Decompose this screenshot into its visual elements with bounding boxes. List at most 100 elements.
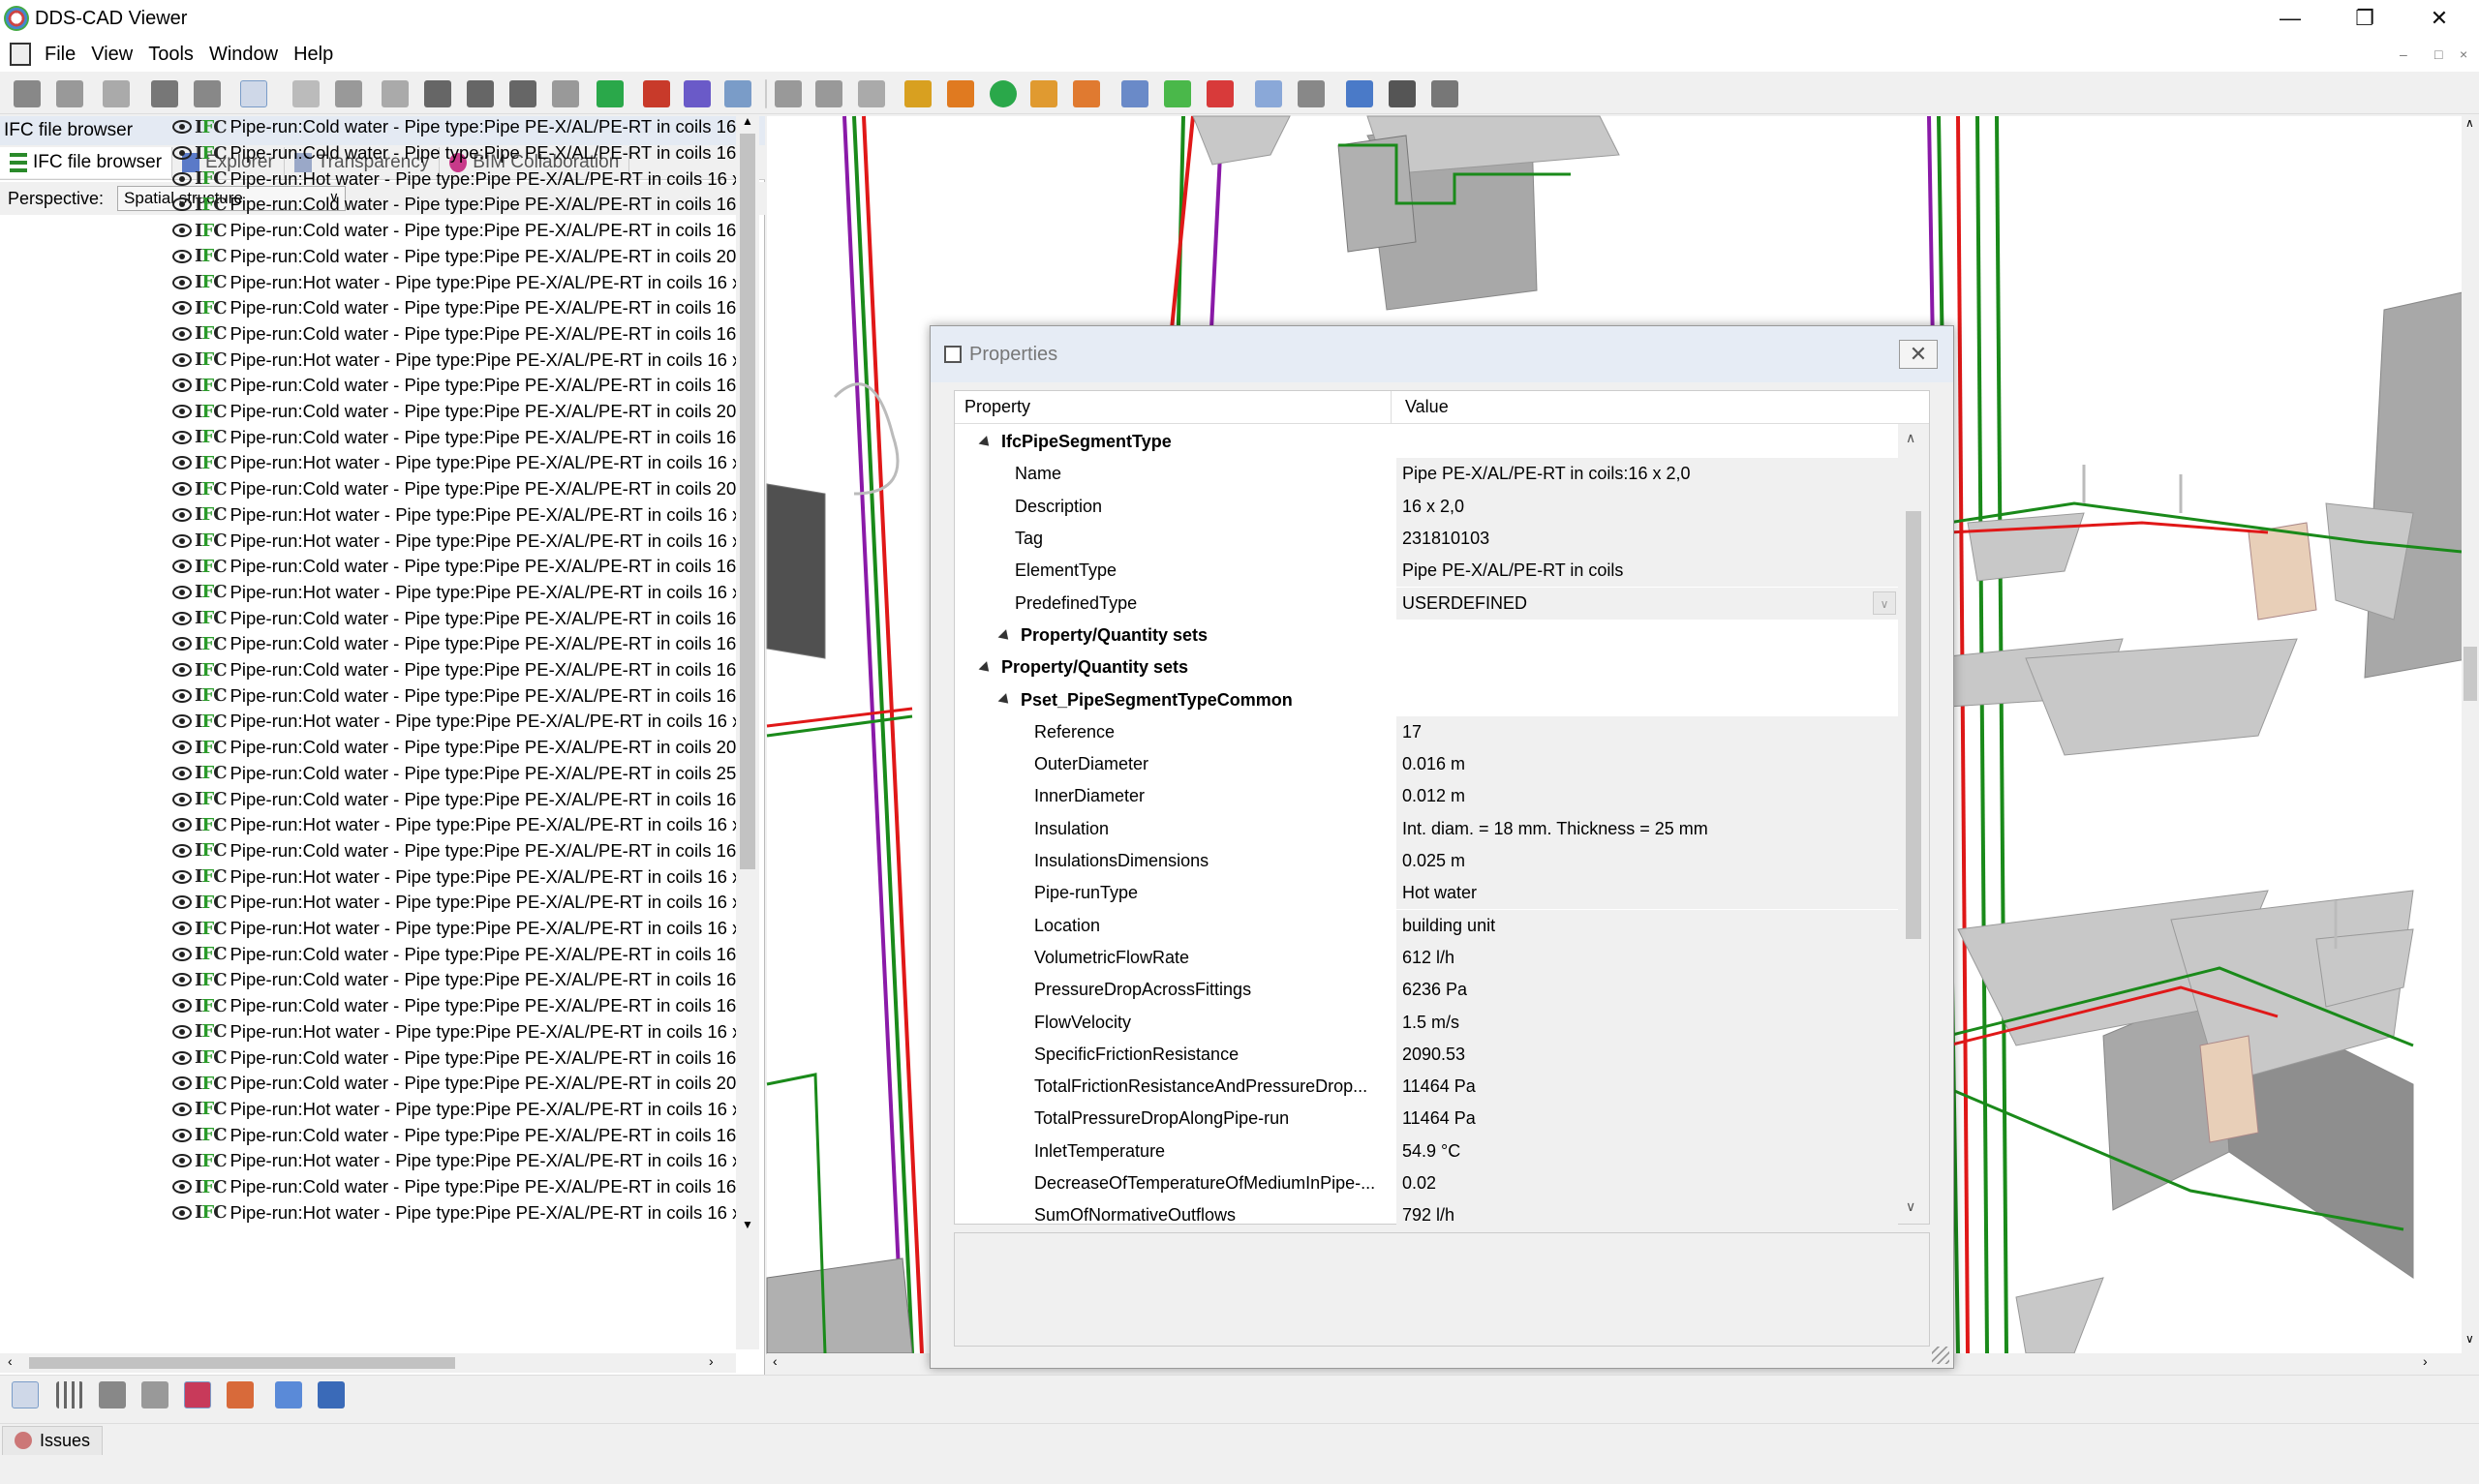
view-side-icon[interactable] xyxy=(467,80,494,107)
scroll-up-icon[interactable]: ▲ xyxy=(742,114,753,128)
property-group-row[interactable]: Pset_PipeSegmentTypeCommon xyxy=(955,683,1898,715)
visibility-eye-icon[interactable] xyxy=(172,1205,192,1220)
home-icon[interactable] xyxy=(947,80,974,107)
tree-horizontal-scrollbar[interactable]: ‹ › xyxy=(0,1353,736,1373)
property-group-row[interactable]: Property/Quantity sets xyxy=(955,620,1898,651)
scroll-right-icon[interactable]: › xyxy=(709,1353,714,1369)
visibility-eye-icon[interactable] xyxy=(172,714,192,729)
save-icon[interactable] xyxy=(56,80,83,107)
visibility-eye-icon[interactable] xyxy=(172,973,192,987)
clip-icon[interactable] xyxy=(858,80,885,107)
expand-triangle-icon[interactable] xyxy=(978,661,994,676)
mdi-restore-icon[interactable]: □ xyxy=(2434,46,2443,62)
layers-icon[interactable] xyxy=(1298,80,1325,107)
visibility-eye-icon[interactable] xyxy=(172,197,192,212)
visibility-eye-icon[interactable] xyxy=(172,146,192,161)
visibility-eye-icon[interactable] xyxy=(172,663,192,678)
zoom-all-icon[interactable] xyxy=(194,80,221,107)
expand-triangle-icon[interactable] xyxy=(997,693,1013,709)
search-icon[interactable] xyxy=(724,80,751,107)
visibility-eye-icon[interactable] xyxy=(172,637,192,651)
section-icon[interactable] xyxy=(335,80,362,107)
visibility-eye-icon[interactable] xyxy=(172,1102,192,1116)
new-file-icon[interactable] xyxy=(14,80,41,107)
visibility-eye-icon[interactable] xyxy=(172,275,192,289)
scroll-thumb[interactable] xyxy=(1906,511,1921,939)
scroll-down-icon[interactable]: ∨ xyxy=(1906,1198,1916,1214)
scroll-down-icon[interactable]: ∨ xyxy=(2465,1332,2474,1346)
scroll-left-icon[interactable]: ‹ xyxy=(8,1353,13,1369)
scroll-left-icon[interactable]: ‹ xyxy=(773,1353,778,1369)
issues-tab[interactable]: Issues xyxy=(2,1425,104,1455)
visibility-eye-icon[interactable] xyxy=(172,843,192,858)
layer-icon[interactable] xyxy=(99,1381,126,1408)
measure-angle-icon[interactable] xyxy=(815,80,842,107)
visibility-eye-icon[interactable] xyxy=(172,379,192,393)
scroll-up-icon[interactable]: ∧ xyxy=(2465,116,2474,130)
visibility-eye-icon[interactable] xyxy=(172,456,192,470)
menu-window[interactable]: Window xyxy=(208,43,279,65)
property-group-row[interactable]: Property/Quantity sets xyxy=(955,651,1898,683)
column-header-value[interactable]: Value xyxy=(1391,390,1449,424)
visibility-eye-icon[interactable] xyxy=(172,688,192,703)
visibility-eye-icon[interactable] xyxy=(172,741,192,755)
chevron-down-icon[interactable]: ∨ xyxy=(1873,591,1896,615)
visibility-eye-icon[interactable] xyxy=(172,818,192,833)
list-icon[interactable] xyxy=(1431,80,1458,107)
print-icon[interactable] xyxy=(103,80,130,107)
exit-door-icon[interactable] xyxy=(1073,80,1100,107)
visibility-eye-icon[interactable] xyxy=(172,1024,192,1039)
visibility-eye-icon[interactable] xyxy=(172,895,192,910)
mdi-minimize-icon[interactable]: – xyxy=(2400,46,2407,62)
visibility-eye-icon[interactable] xyxy=(172,1128,192,1142)
restore-button[interactable]: ❐ xyxy=(2355,6,2374,30)
close-view-icon[interactable] xyxy=(318,1381,345,1408)
properties-title-bar[interactable]: Properties ✕ xyxy=(931,326,1953,382)
tab-ifc-file-browser[interactable]: IFC file browser xyxy=(0,146,173,178)
back-arrow-icon[interactable] xyxy=(990,80,1017,107)
minimize-button[interactable]: — xyxy=(2280,6,2301,30)
properties-close-button[interactable]: ✕ xyxy=(1899,340,1938,369)
select-mode-icon[interactable] xyxy=(12,1381,39,1408)
axis-icon[interactable] xyxy=(227,1381,254,1408)
view-front-icon[interactable] xyxy=(424,80,451,107)
scroll-thumb[interactable] xyxy=(2464,647,2477,701)
visibility-eye-icon[interactable] xyxy=(172,352,192,367)
visibility-eye-icon[interactable] xyxy=(172,224,192,238)
visibility-eye-icon[interactable] xyxy=(172,947,192,961)
visibility-eye-icon[interactable] xyxy=(172,430,192,444)
visibility-eye-icon[interactable] xyxy=(172,171,192,186)
camera-icon[interactable] xyxy=(240,80,267,107)
visibility-eye-icon[interactable] xyxy=(172,482,192,497)
tree-vertical-scrollbar[interactable]: ▲ ▼ xyxy=(736,114,759,1349)
